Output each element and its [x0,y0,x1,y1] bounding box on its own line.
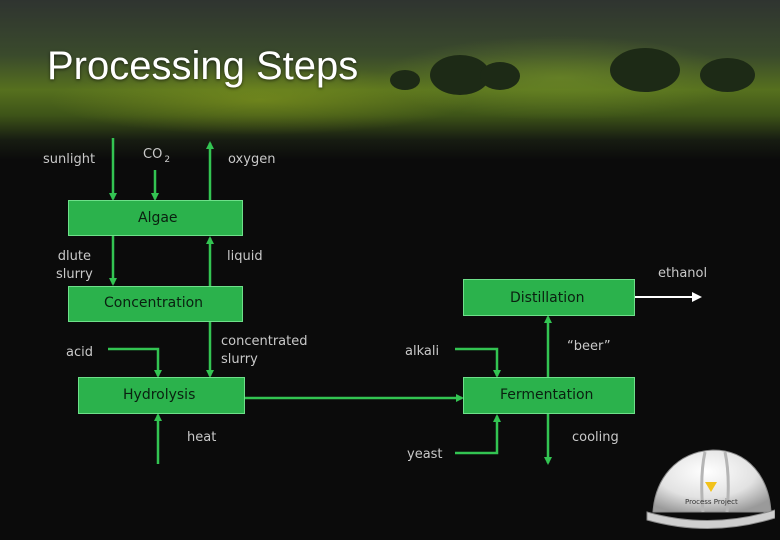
concentration-box: Concentration [68,286,243,322]
acid-label: acid [66,345,93,360]
background-tree [480,62,520,90]
hydrolysis-box: Hydrolysis [78,377,245,414]
logo-text: Process Project [685,498,738,506]
hard-hat-logo-icon: Process Project [646,449,775,529]
yeast-arrow [455,414,501,455]
acid-arrow [108,347,162,378]
oxygen-label: oxygen [228,152,276,167]
cooling-label: cooling [572,430,619,445]
header-banner [0,0,780,160]
alkali-label: alkali [405,344,440,359]
alkali-arrow [455,347,501,378]
fermentation-label: Fermentation [500,387,594,403]
heat-label: heat [187,430,217,445]
dilute-slurry-line2: slurry [56,267,93,282]
background-tree [610,48,680,92]
hydrolysis-label: Hydrolysis [123,387,196,403]
concentrated-slurry-label: concentrated slurry [221,333,307,369]
dilute-slurry-line1: dlute [57,249,91,264]
co2-main-text: CO [143,147,163,162]
concentrated-slurry-line1: concentrated [221,334,308,349]
beer-label: “beer” [567,339,611,354]
background-tree [390,70,420,90]
sunlight-label: sunlight [43,152,96,167]
slide-title: Processing Steps [47,44,359,88]
concentrated-slurry-line2: slurry [221,352,258,367]
distillation-box: Distillation [463,279,635,316]
background-tree [700,58,755,92]
co2-subscript-text: 2 [164,155,171,165]
dilute-slurry-label: dlute slurry [56,248,93,284]
algae-label: Algae [138,210,178,226]
distillation-label: Distillation [510,290,585,306]
liquid-label: liquid [227,249,263,264]
ethanol-label: ethanol [658,266,708,281]
fermentation-box: Fermentation [463,377,635,414]
yeast-label: yeast [407,447,443,462]
concentration-label: Concentration [104,295,204,311]
algae-box: Algae [68,200,243,236]
